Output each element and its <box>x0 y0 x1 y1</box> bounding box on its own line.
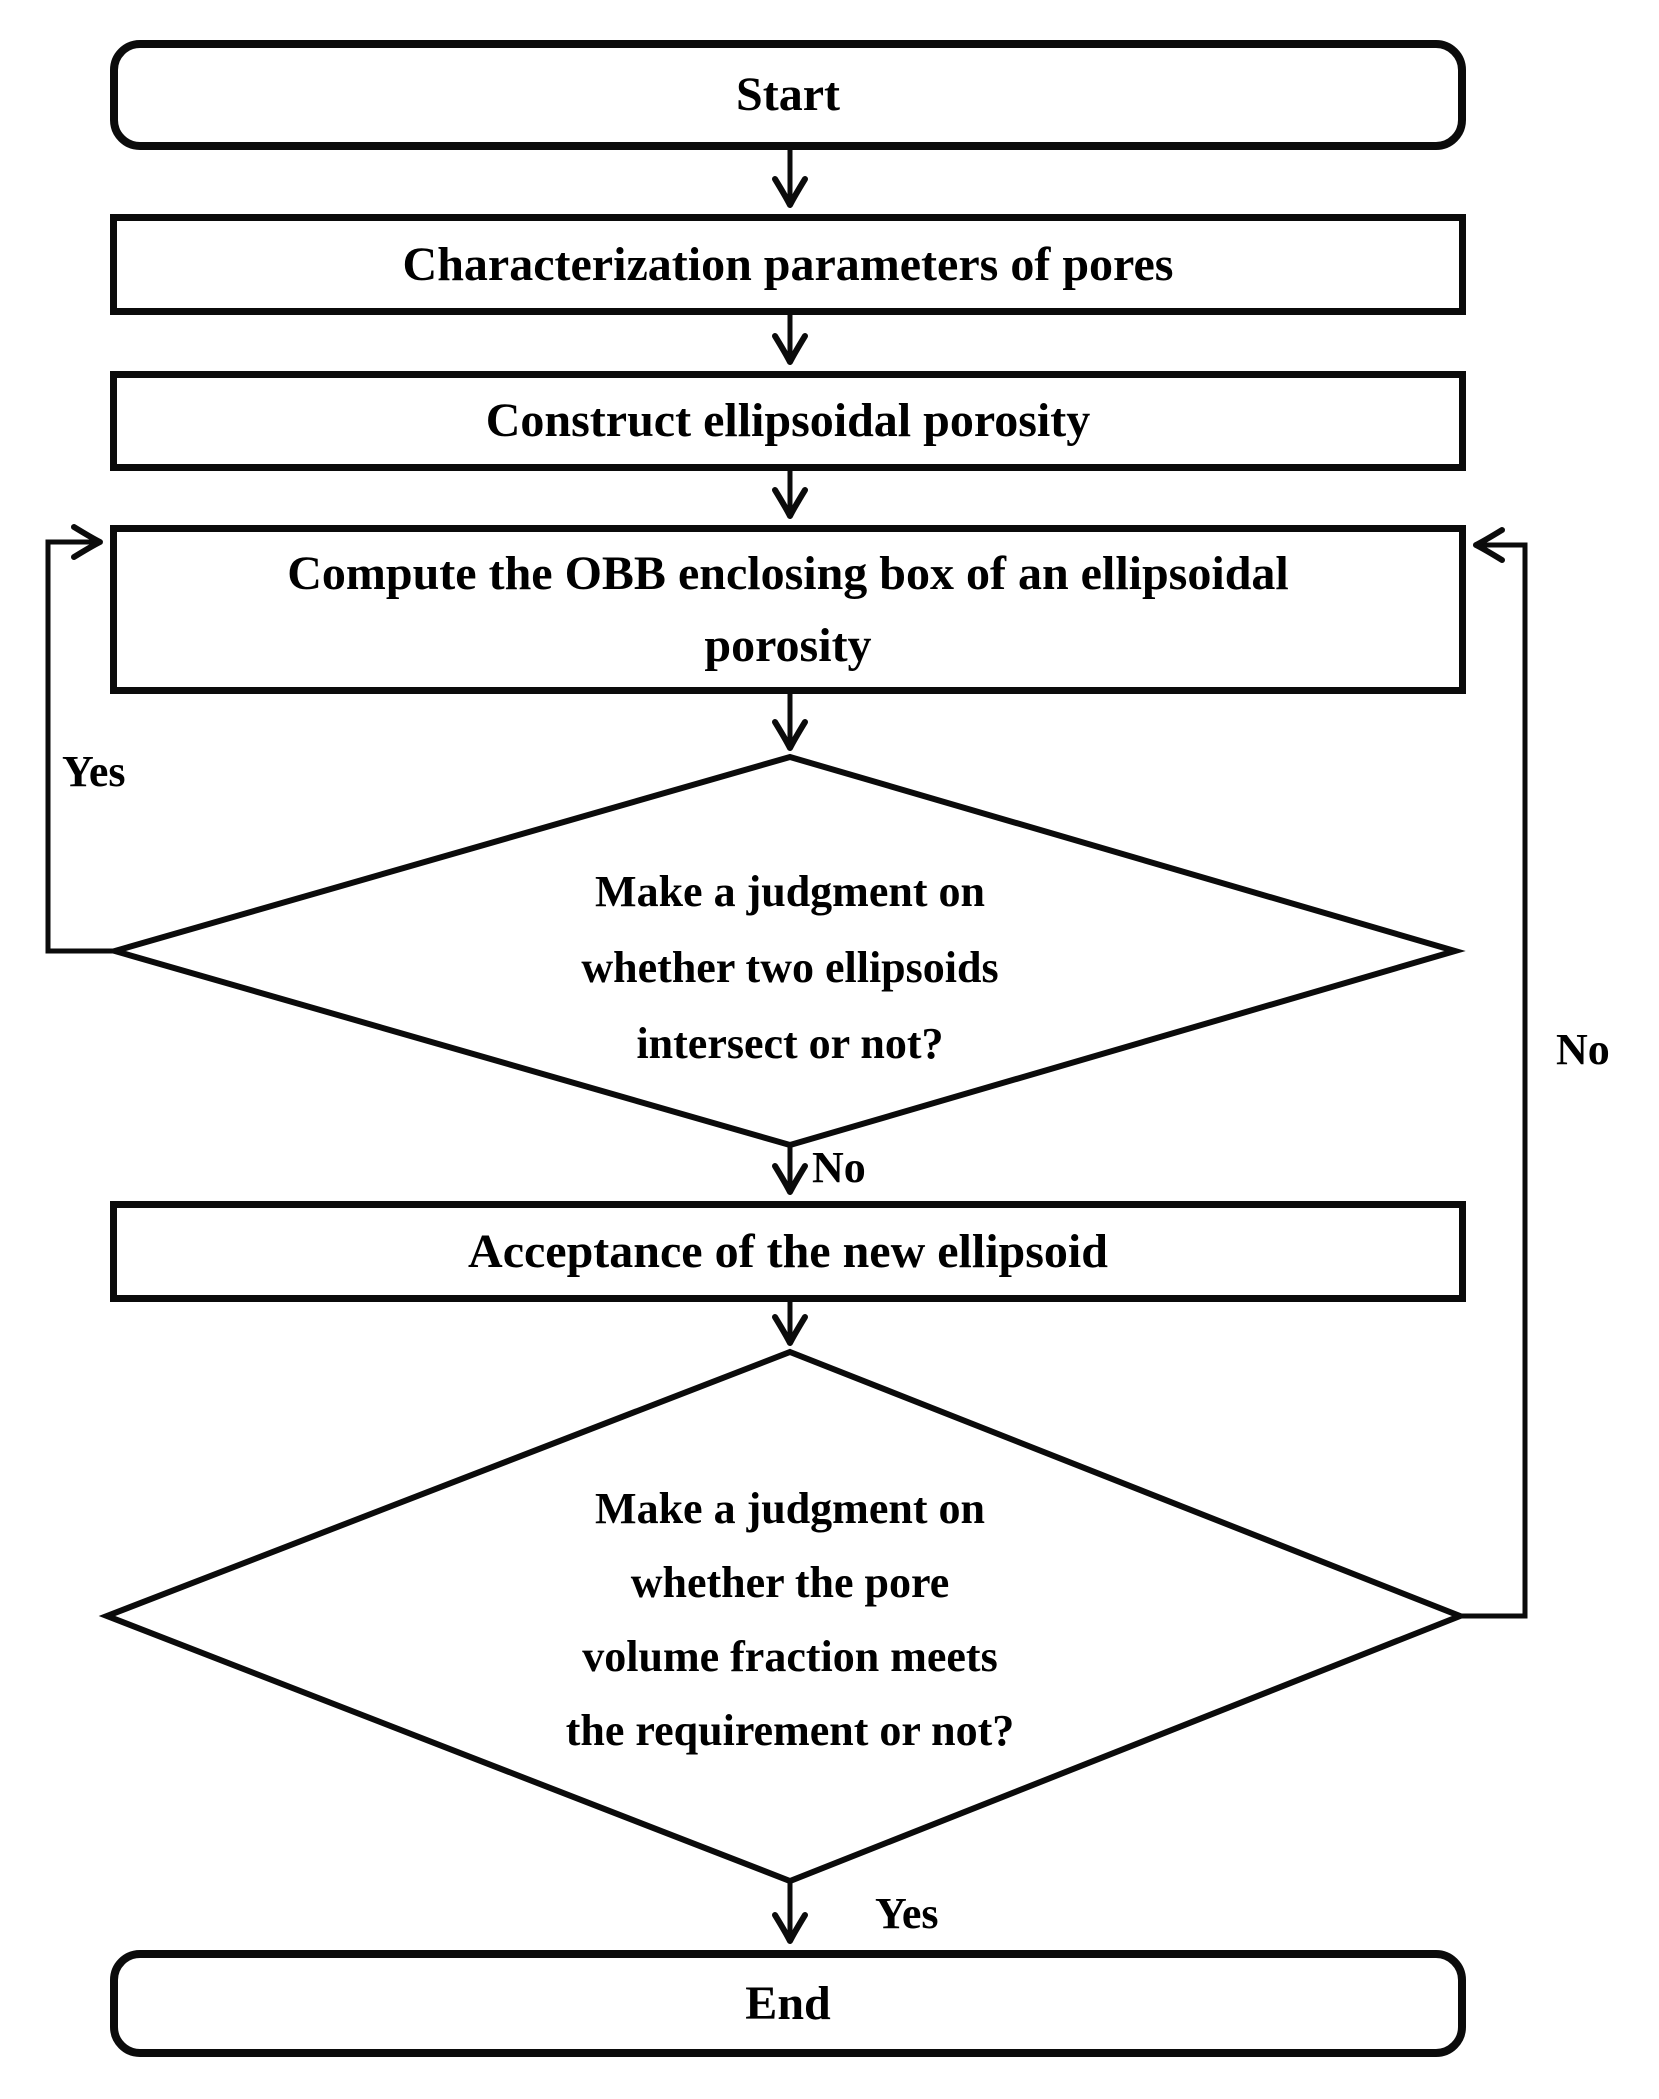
volume-decision-line2: whether the pore <box>630 1558 950 1607</box>
edge-label-yes-bottom: Yes <box>875 1889 939 1938</box>
intersect-decision-text: Make a judgment on whether two ellipsoid… <box>345 854 1235 1082</box>
edge-label-no-right: No <box>1556 1025 1610 1074</box>
node-characterization: Characterization parameters of pores <box>110 214 1466 315</box>
edge-label-no-middle: No <box>812 1143 866 1192</box>
node-compute-obb-line1: Compute the OBB enclosing box of an elli… <box>287 546 1289 600</box>
node-characterization-label: Characterization parameters of pores <box>402 237 1174 291</box>
flow-arrows <box>45 150 1528 1944</box>
edge-volume-no-loop <box>1460 527 1528 1619</box>
node-construct-label: Construct ellipsoidal porosity <box>485 394 1091 447</box>
intersect-decision-line1: Make a judgment on <box>595 867 985 916</box>
node-compute-obb-line2: porosity <box>704 618 872 672</box>
volume-decision-line1: Make a judgment on <box>595 1484 985 1533</box>
edge-label-yes-left: Yes <box>62 747 126 796</box>
volume-decision-line4: the requirement or not? <box>565 1706 1015 1755</box>
node-construct: Construct ellipsoidal porosity <box>110 371 1466 471</box>
node-end-label: End <box>745 1976 831 2030</box>
node-compute-obb: Compute the OBB enclosing box of an elli… <box>110 525 1466 694</box>
node-start: Start <box>110 40 1466 150</box>
node-start-label: Start <box>736 68 840 121</box>
node-end: End <box>110 1950 1466 2057</box>
node-acceptance-label: Acceptance of the new ellipsoid <box>468 1224 1108 1278</box>
edge-intersect-yes-loop <box>45 524 115 954</box>
node-acceptance: Acceptance of the new ellipsoid <box>110 1201 1466 1302</box>
intersect-decision-line2: whether two ellipsoids <box>581 943 999 992</box>
intersect-decision-line3: intersect or not? <box>636 1019 944 1068</box>
intersect-decision-diamond <box>104 753 1466 1149</box>
volume-decision-line3: volume fraction meets <box>582 1632 998 1681</box>
volume-decision-text: Make a judgment on whether the pore volu… <box>340 1472 1240 1768</box>
volume-decision-diamond <box>98 1348 1469 1885</box>
